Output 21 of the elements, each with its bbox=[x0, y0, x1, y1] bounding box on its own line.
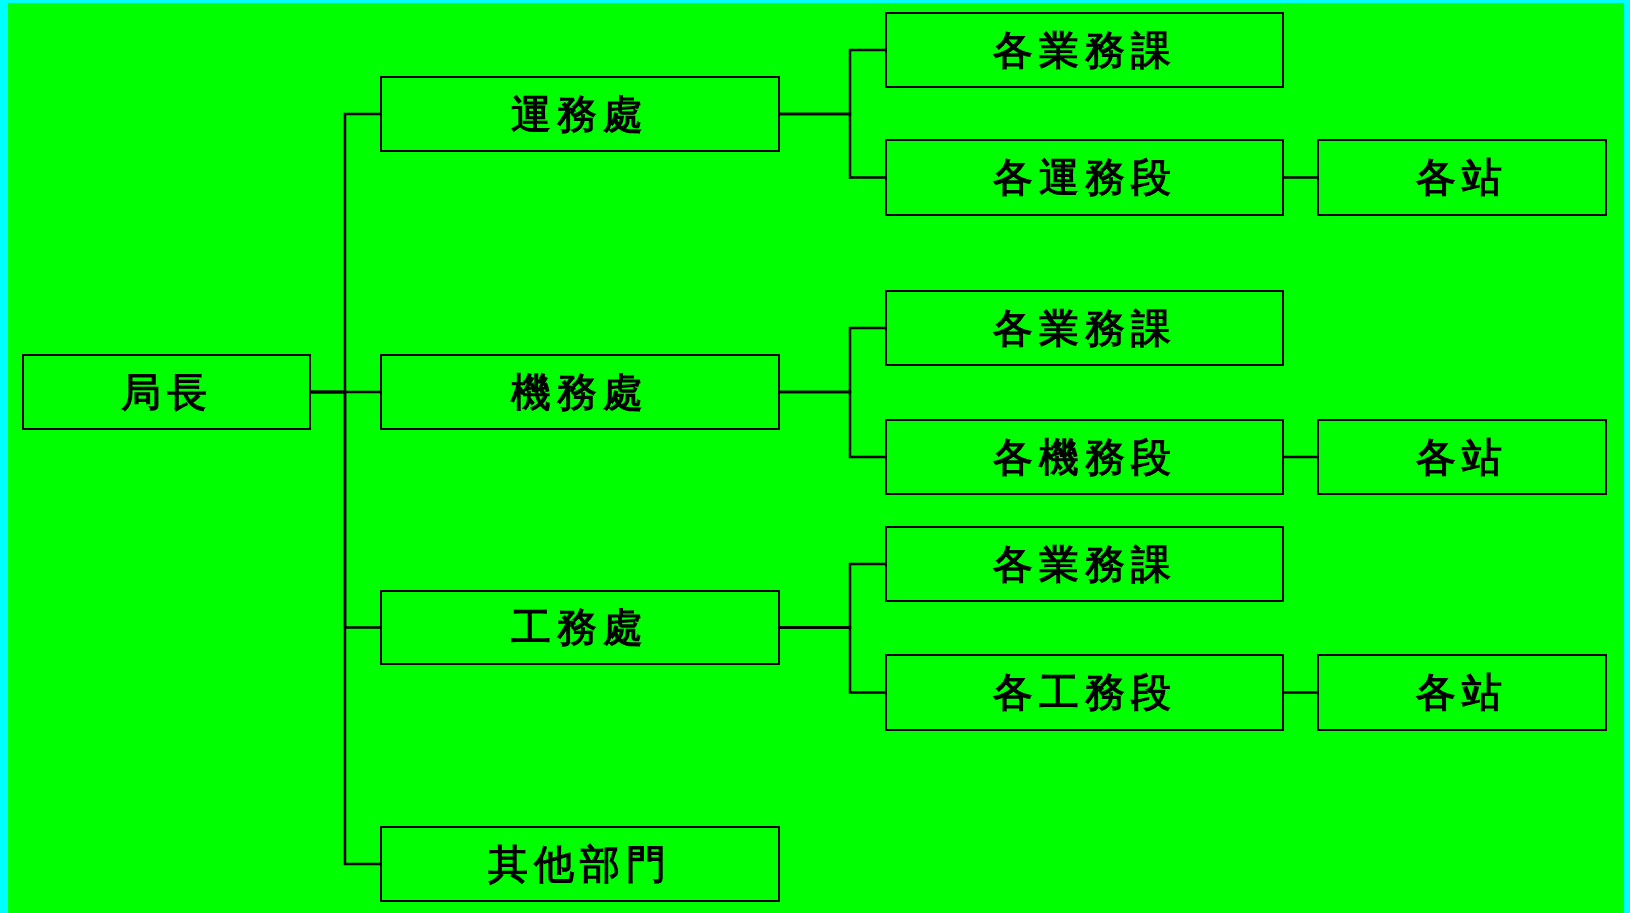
org-box: 各站 bbox=[1317, 419, 1607, 495]
org-box: 工務處 bbox=[380, 590, 780, 665]
org-box: 各站 bbox=[1317, 139, 1607, 216]
connector-line bbox=[780, 626, 885, 694]
org-box: 機務處 bbox=[380, 354, 780, 430]
org-box: 局長 bbox=[22, 354, 311, 430]
org-box: 各工務段 bbox=[885, 654, 1284, 731]
org-box: 各業務課 bbox=[885, 290, 1284, 366]
org-box: 運務處 bbox=[380, 76, 780, 152]
org-box: 各站 bbox=[1317, 654, 1607, 731]
org-box: 各業務課 bbox=[885, 526, 1284, 602]
connector-line bbox=[311, 390, 380, 866]
connector-line bbox=[1284, 455, 1317, 459]
connector-line bbox=[780, 390, 885, 459]
connector-line bbox=[1284, 691, 1317, 694]
org-box: 各業務課 bbox=[885, 12, 1284, 88]
connector-line bbox=[780, 112, 885, 179]
org-box: 各機務段 bbox=[885, 419, 1284, 495]
org-box: 其他部門 bbox=[380, 826, 780, 902]
org-box: 各運務段 bbox=[885, 139, 1284, 216]
connector-line bbox=[1284, 176, 1317, 179]
